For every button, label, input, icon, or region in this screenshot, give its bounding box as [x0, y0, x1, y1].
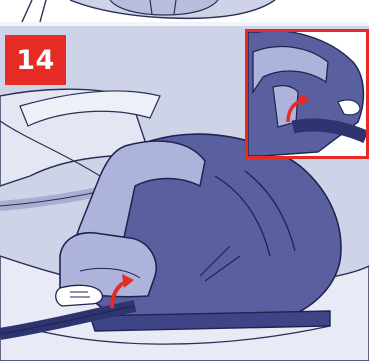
step-number: 14 [16, 45, 55, 76]
step-number-badge: 14 [5, 35, 66, 85]
previous-step-illustration-edge [0, 0, 369, 22]
detail-inset [245, 29, 369, 159]
belt-routing-detail-illustration [248, 32, 366, 156]
